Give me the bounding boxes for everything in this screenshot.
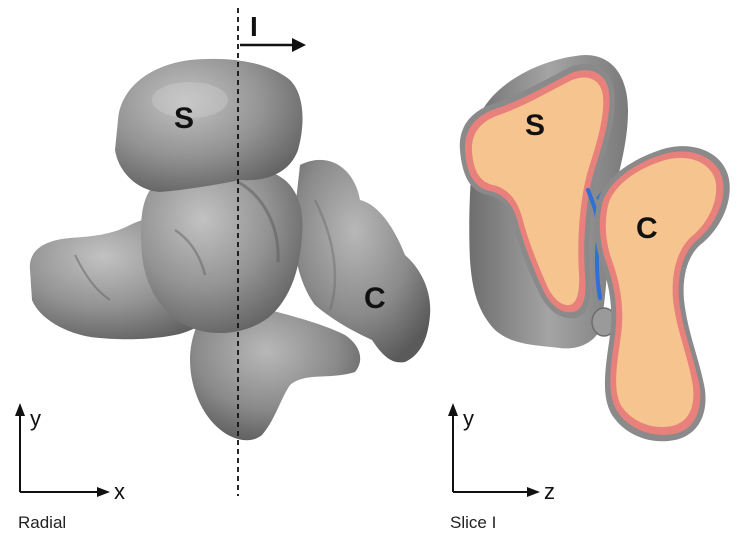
right-region-c-label: C bbox=[636, 212, 658, 245]
bone-lobe-s bbox=[115, 59, 303, 192]
slice-marker-label: I bbox=[250, 11, 258, 42]
left-region-s-label: S bbox=[174, 102, 194, 135]
right-axes bbox=[448, 403, 540, 497]
left-axis-x-label: x bbox=[114, 479, 125, 504]
left-region-c-label: C bbox=[364, 282, 386, 315]
left-caption: Radial bbox=[18, 513, 66, 532]
right-axis-y-label: y bbox=[463, 406, 474, 431]
right-axis-z-label: z bbox=[544, 479, 555, 504]
right-caption: Slice I bbox=[450, 513, 496, 532]
left-axis-y-label: y bbox=[30, 406, 41, 431]
right-region-s-label: S bbox=[525, 109, 545, 142]
slice-section bbox=[460, 55, 730, 441]
bone-3d-render bbox=[30, 59, 430, 440]
